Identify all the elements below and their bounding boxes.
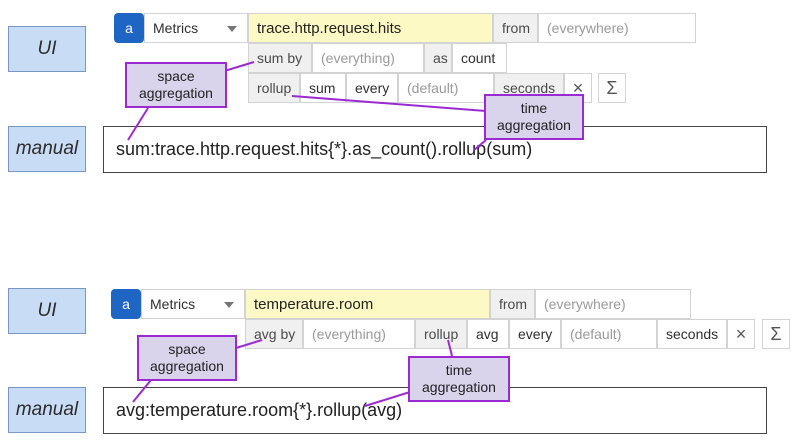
space-aggregation-callout-2: space aggregation xyxy=(137,335,237,381)
sigma-icon[interactable]: Σ xyxy=(762,319,790,349)
query-badge-1[interactable]: a xyxy=(114,13,144,43)
source-select-2[interactable]: Metrics xyxy=(141,289,245,319)
chevron-down-icon xyxy=(227,26,237,32)
close-icon[interactable]: × xyxy=(727,319,755,349)
space-aggregation-callout-1: space aggregation xyxy=(125,62,227,108)
callout-text: space aggregation xyxy=(150,341,224,374)
manual-query-1[interactable]: sum:trace.http.request.hits{*}.as_count(… xyxy=(103,126,767,173)
metric-input-2[interactable]: temperature.room xyxy=(245,289,490,319)
source-select-label: Metrics xyxy=(150,296,196,312)
callout-text: space aggregation xyxy=(139,68,213,101)
callout-text: time aggregation xyxy=(497,100,571,133)
source-select-1[interactable]: Metrics xyxy=(144,13,248,43)
every-label-1: every xyxy=(346,73,398,103)
space-agg-select-2[interactable]: avg by xyxy=(245,319,303,349)
every-label-2: every xyxy=(509,319,561,349)
source-select-label: Metrics xyxy=(153,20,199,36)
every-input-1[interactable]: (default) xyxy=(398,73,494,103)
query-badge-2[interactable]: a xyxy=(111,289,141,319)
as-count-select-1[interactable]: count xyxy=(452,43,507,73)
space-agg-select-1[interactable]: sum by xyxy=(248,43,312,73)
rollup-label-1: rollup xyxy=(248,73,300,103)
group-by-input-2[interactable]: (everything) xyxy=(303,319,415,349)
manual-label-2: manual xyxy=(8,387,86,433)
every-input-2[interactable]: (default) xyxy=(561,319,657,349)
as-label-1: as xyxy=(424,43,452,73)
group-by-input-1[interactable]: (everything) xyxy=(312,43,424,73)
from-label-2: from xyxy=(490,289,535,319)
metric-input-1[interactable]: trace.http.request.hits xyxy=(248,13,493,43)
from-label-1: from xyxy=(493,13,538,43)
sigma-icon[interactable]: Σ xyxy=(598,73,626,103)
manual-label-1: manual xyxy=(8,126,86,172)
time-aggregation-callout-1: time aggregation xyxy=(484,94,584,140)
callout-text: time aggregation xyxy=(422,362,496,395)
time-aggregation-callout-2: time aggregation xyxy=(408,356,510,402)
unit-select-2[interactable]: seconds xyxy=(657,319,727,349)
from-input-1[interactable]: (everywhere) xyxy=(538,13,696,43)
rollup-method-select-1[interactable]: sum xyxy=(300,73,346,103)
ui-label-1: UI xyxy=(8,26,86,72)
rollup-label-2: rollup xyxy=(415,319,467,349)
chevron-down-icon xyxy=(224,302,234,308)
ui-label-2: UI xyxy=(8,288,86,334)
rollup-method-select-2[interactable]: avg xyxy=(467,319,509,349)
from-input-2[interactable]: (everywhere) xyxy=(535,289,691,319)
